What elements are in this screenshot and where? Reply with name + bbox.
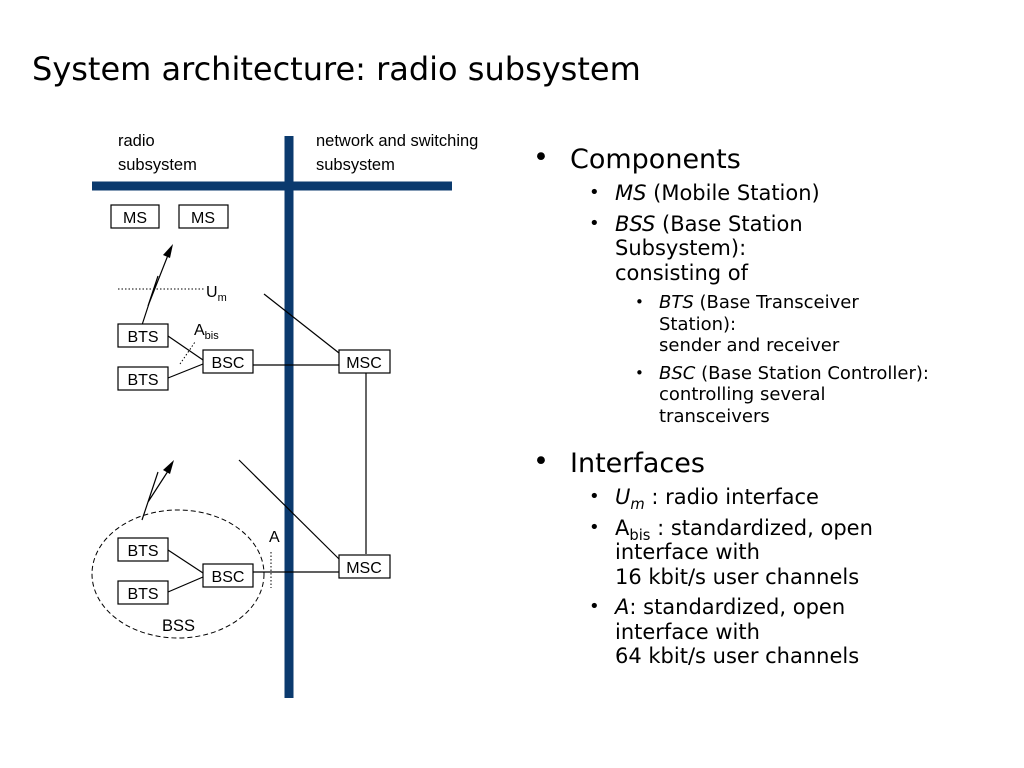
bts-label-top-1: BTS — [127, 329, 158, 346]
bts1-bsc-link-bottom — [167, 549, 204, 574]
radio-subsystem-label-2: subsystem — [118, 156, 197, 174]
network-subsystem-label-2: subsystem — [316, 156, 395, 174]
bullet-interfaces: •Interfaces — [533, 446, 705, 479]
a-label: A — [269, 529, 280, 546]
bts-box-bottom-1 — [117, 537, 169, 562]
bsc-box-top — [202, 349, 254, 374]
bullet-ms: •MS (Mobile Station) — [589, 181, 820, 205]
radio-link-top — [141, 249, 171, 326]
ms-label-1: MS — [123, 210, 147, 227]
bss-ellipse — [91, 509, 265, 639]
bullet-dot: • — [635, 293, 644, 311]
bsc-box-bottom — [202, 563, 254, 588]
radio-subsystem-label: radio — [118, 132, 155, 150]
bullet-dot: • — [589, 596, 600, 617]
um-label: Um — [206, 284, 227, 304]
bullet-um: •Um : radio interface — [589, 485, 819, 514]
bts-label-top-2: BTS — [127, 372, 158, 389]
abis-label: Abis — [194, 322, 219, 342]
msc-network-link-top — [263, 293, 340, 354]
bullet-dot: • — [589, 212, 600, 234]
bullet-dot: • — [533, 142, 549, 173]
ms-label-2: MS — [191, 210, 215, 227]
ms-box-1 — [110, 204, 160, 229]
bts1-bsc-link-top — [167, 335, 204, 361]
bullet-dot: • — [635, 363, 644, 382]
bts2-bsc-link-top — [167, 363, 204, 379]
radio-arrow-top — [163, 244, 173, 258]
bts-box-bottom-2 — [117, 580, 169, 605]
msc-label-bottom: MSC — [346, 560, 382, 577]
architecture-diagram: radio subsystem network and switching su… — [91, 132, 478, 698]
slide-title: System architecture: radio subsystem — [32, 50, 641, 88]
msc-network-link-bottom — [238, 459, 340, 560]
radio-arrow-bottom — [163, 460, 174, 474]
msc-box-top — [338, 349, 391, 374]
bss-label: BSS — [162, 617, 195, 635]
bsc-label-top: BSC — [212, 355, 245, 372]
bts-label-bottom-2: BTS — [127, 586, 158, 603]
bullet-dot: • — [533, 446, 549, 477]
ms-box-2 — [178, 204, 229, 229]
bullet-dot: • — [589, 486, 600, 507]
bts-label-bottom-1: BTS — [127, 543, 158, 560]
bsc-label-bottom: BSC — [212, 569, 245, 586]
radio-link-bottom — [141, 467, 171, 521]
bts-box-top-2 — [117, 366, 169, 391]
msc-box-bottom — [338, 554, 391, 579]
bullet-list: •Components •MS (Mobile Station) •BSS (B… — [533, 142, 1023, 669]
network-subsystem-label: network and switching — [316, 132, 478, 150]
bts2-bsc-link-bottom — [167, 576, 204, 593]
bullet-dot: • — [589, 516, 600, 538]
msc-label-top: MSC — [346, 355, 382, 372]
bts-box-top-1 — [117, 323, 169, 348]
bullet-components: •Components — [533, 142, 741, 175]
bullet-bsc: •BSC (Base Station Controller):controlli… — [635, 362, 929, 427]
abis-dotted-line — [179, 341, 196, 365]
bullet-dot: • — [589, 182, 600, 203]
